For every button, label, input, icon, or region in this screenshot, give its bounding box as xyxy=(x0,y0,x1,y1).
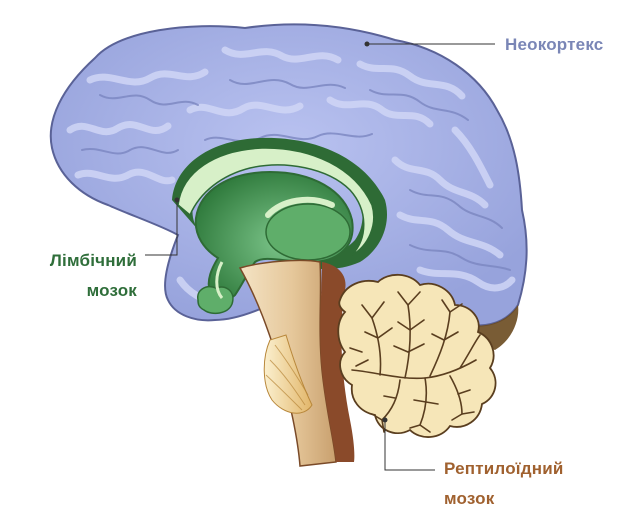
reptilian-brain-label: Рептилоїдний мозок xyxy=(444,454,564,514)
amygdala xyxy=(198,287,233,314)
neocortex-label: Неокортекс xyxy=(505,34,603,56)
limbic-brain-label: Лімбічний мозок xyxy=(12,246,137,306)
limbic-label-line1: Лімбічний xyxy=(12,246,137,276)
neocortex-pointer-dot xyxy=(365,42,370,47)
reptilian-label-line1: Рептилоїдний xyxy=(444,454,564,484)
limbic-label-line2: мозок xyxy=(12,276,137,306)
thalamus xyxy=(266,204,350,260)
limbic-pointer-dot xyxy=(175,198,180,203)
reptilian-pointer-dot xyxy=(383,418,388,423)
reptilian-label-line2: мозок xyxy=(444,484,564,514)
